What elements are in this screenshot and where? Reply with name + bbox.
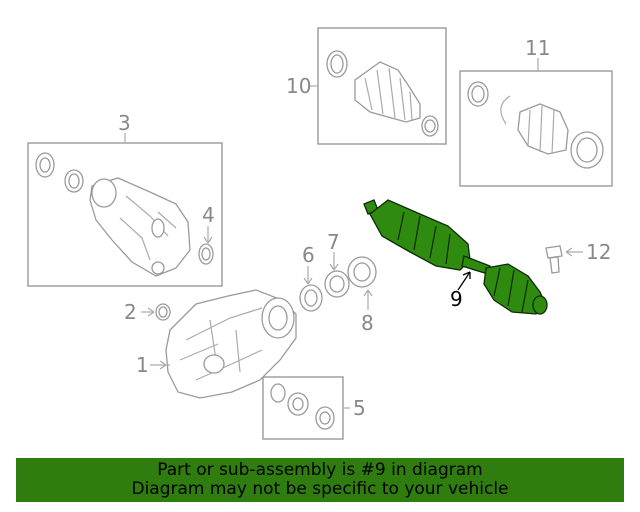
callout-7: 7 [327,230,340,254]
diff-cover-assembly-3 [35,152,191,277]
boot-kit-11 [467,81,604,169]
seal-kit-5 [270,383,335,430]
bearing-6 [299,284,323,312]
callout-1: 1 [136,353,149,377]
callout-5: 5 [353,396,366,420]
callout-2: 2 [124,300,137,324]
leader-lines [124,58,583,409]
callout-6: 6 [302,243,315,267]
callout-4: 4 [202,203,215,227]
callout-12: 12 [586,240,611,264]
parts-diagram: 1 2 3 4 5 6 7 8 9 10 11 12 [27,27,613,440]
seal-8 [347,256,377,288]
seal-ring-4 [198,243,214,265]
callout-11: 11 [525,36,550,60]
banner-line-1: Part or sub-assembly is #9 in diagram [157,460,483,480]
differential-housing-1 [165,289,297,399]
callout-9: 9 [450,287,463,311]
axle-shaft-9 [363,199,548,315]
callout-8: 8 [361,311,374,335]
info-banner: Part or sub-assembly is #9 in diagram Di… [16,458,624,502]
boot-kit-10 [326,50,439,137]
seal-7 [324,270,350,298]
group-box-11 [459,70,613,187]
bolt-12 [545,245,563,274]
callout-10: 10 [286,74,311,98]
callout-3: 3 [118,111,131,135]
banner-line-2: Diagram may not be specific to your vehi… [131,479,509,499]
seal-ring-2 [155,303,171,321]
